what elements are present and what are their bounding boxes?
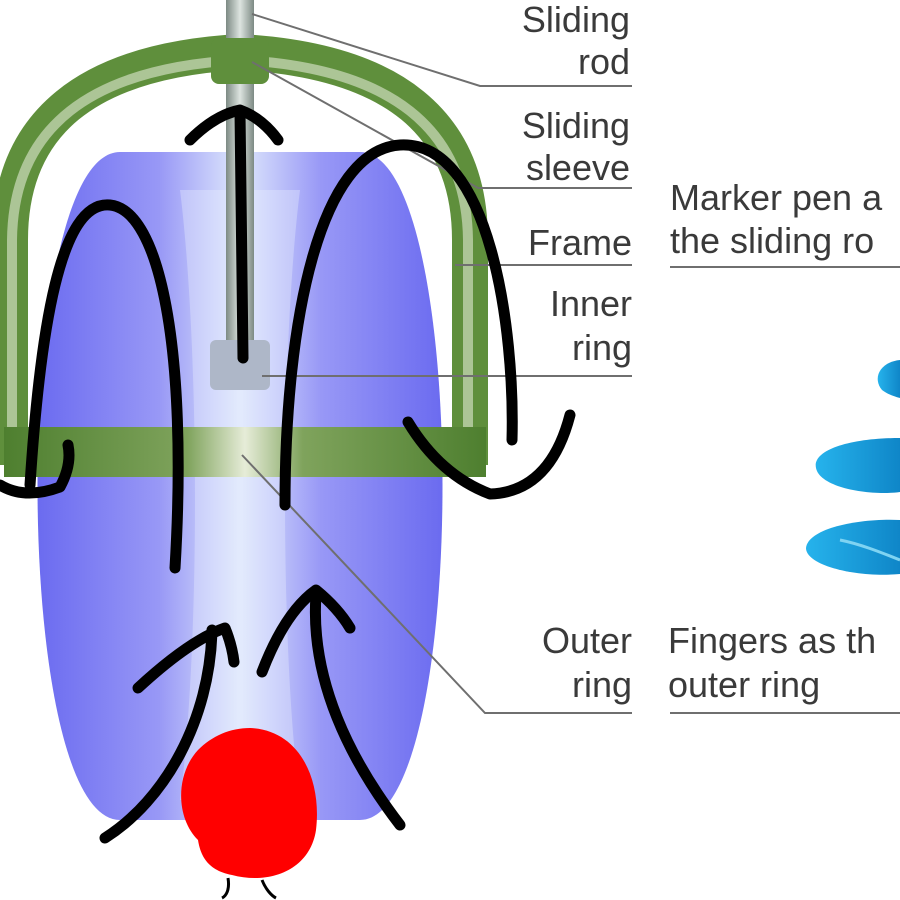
note-fingers-2: outer ring — [668, 664, 820, 705]
arrow-bottom-left — [99, 624, 218, 844]
finger-shapes — [806, 360, 900, 575]
sliding-sleeve — [211, 38, 269, 84]
label-inner-ring-1: Inner — [550, 283, 632, 324]
label-sliding-rod-1: Sliding — [522, 0, 630, 40]
arrow-bottom-right — [309, 589, 406, 831]
red-marker-blob — [181, 728, 317, 878]
label-outer-ring-2: ring — [572, 664, 632, 705]
arrow-bottom-left-head — [132, 622, 240, 694]
note-marker-pen-2: the sliding ro — [670, 220, 874, 261]
arrow-center-head — [184, 104, 284, 146]
outer-ring-band — [4, 427, 486, 477]
arrow-right-loop-head — [402, 409, 576, 500]
note-fingers-1: Fingers as th — [668, 620, 876, 661]
leader-lines — [241, 13, 632, 714]
arrow-left-loop-head — [0, 439, 75, 499]
label-sliding-sleeve-2: sleeve — [526, 147, 630, 188]
arrow-left-loop — [24, 199, 184, 574]
inner-ring — [210, 340, 270, 390]
label-frame: Frame — [528, 222, 632, 263]
label-sliding-sleeve-1: Sliding — [522, 105, 630, 146]
label-inner-ring-2: ring — [572, 327, 632, 368]
arrow-center-up — [234, 106, 249, 364]
finger-shape-top — [877, 360, 900, 398]
red-blob-drips — [221, 877, 277, 900]
note-marker-pen-1: Marker pen a — [670, 177, 883, 218]
finger-shape-middle — [815, 438, 900, 493]
hand-drawn-arrows — [0, 104, 576, 844]
arrow-right-loop — [279, 139, 518, 511]
finger-shape-bottom — [806, 519, 900, 575]
label-sliding-rod-2: rod — [578, 41, 630, 82]
rotor-body — [37, 152, 443, 820]
label-outer-ring-1: Outer — [542, 620, 632, 661]
arrow-bottom-right-head — [256, 584, 356, 678]
